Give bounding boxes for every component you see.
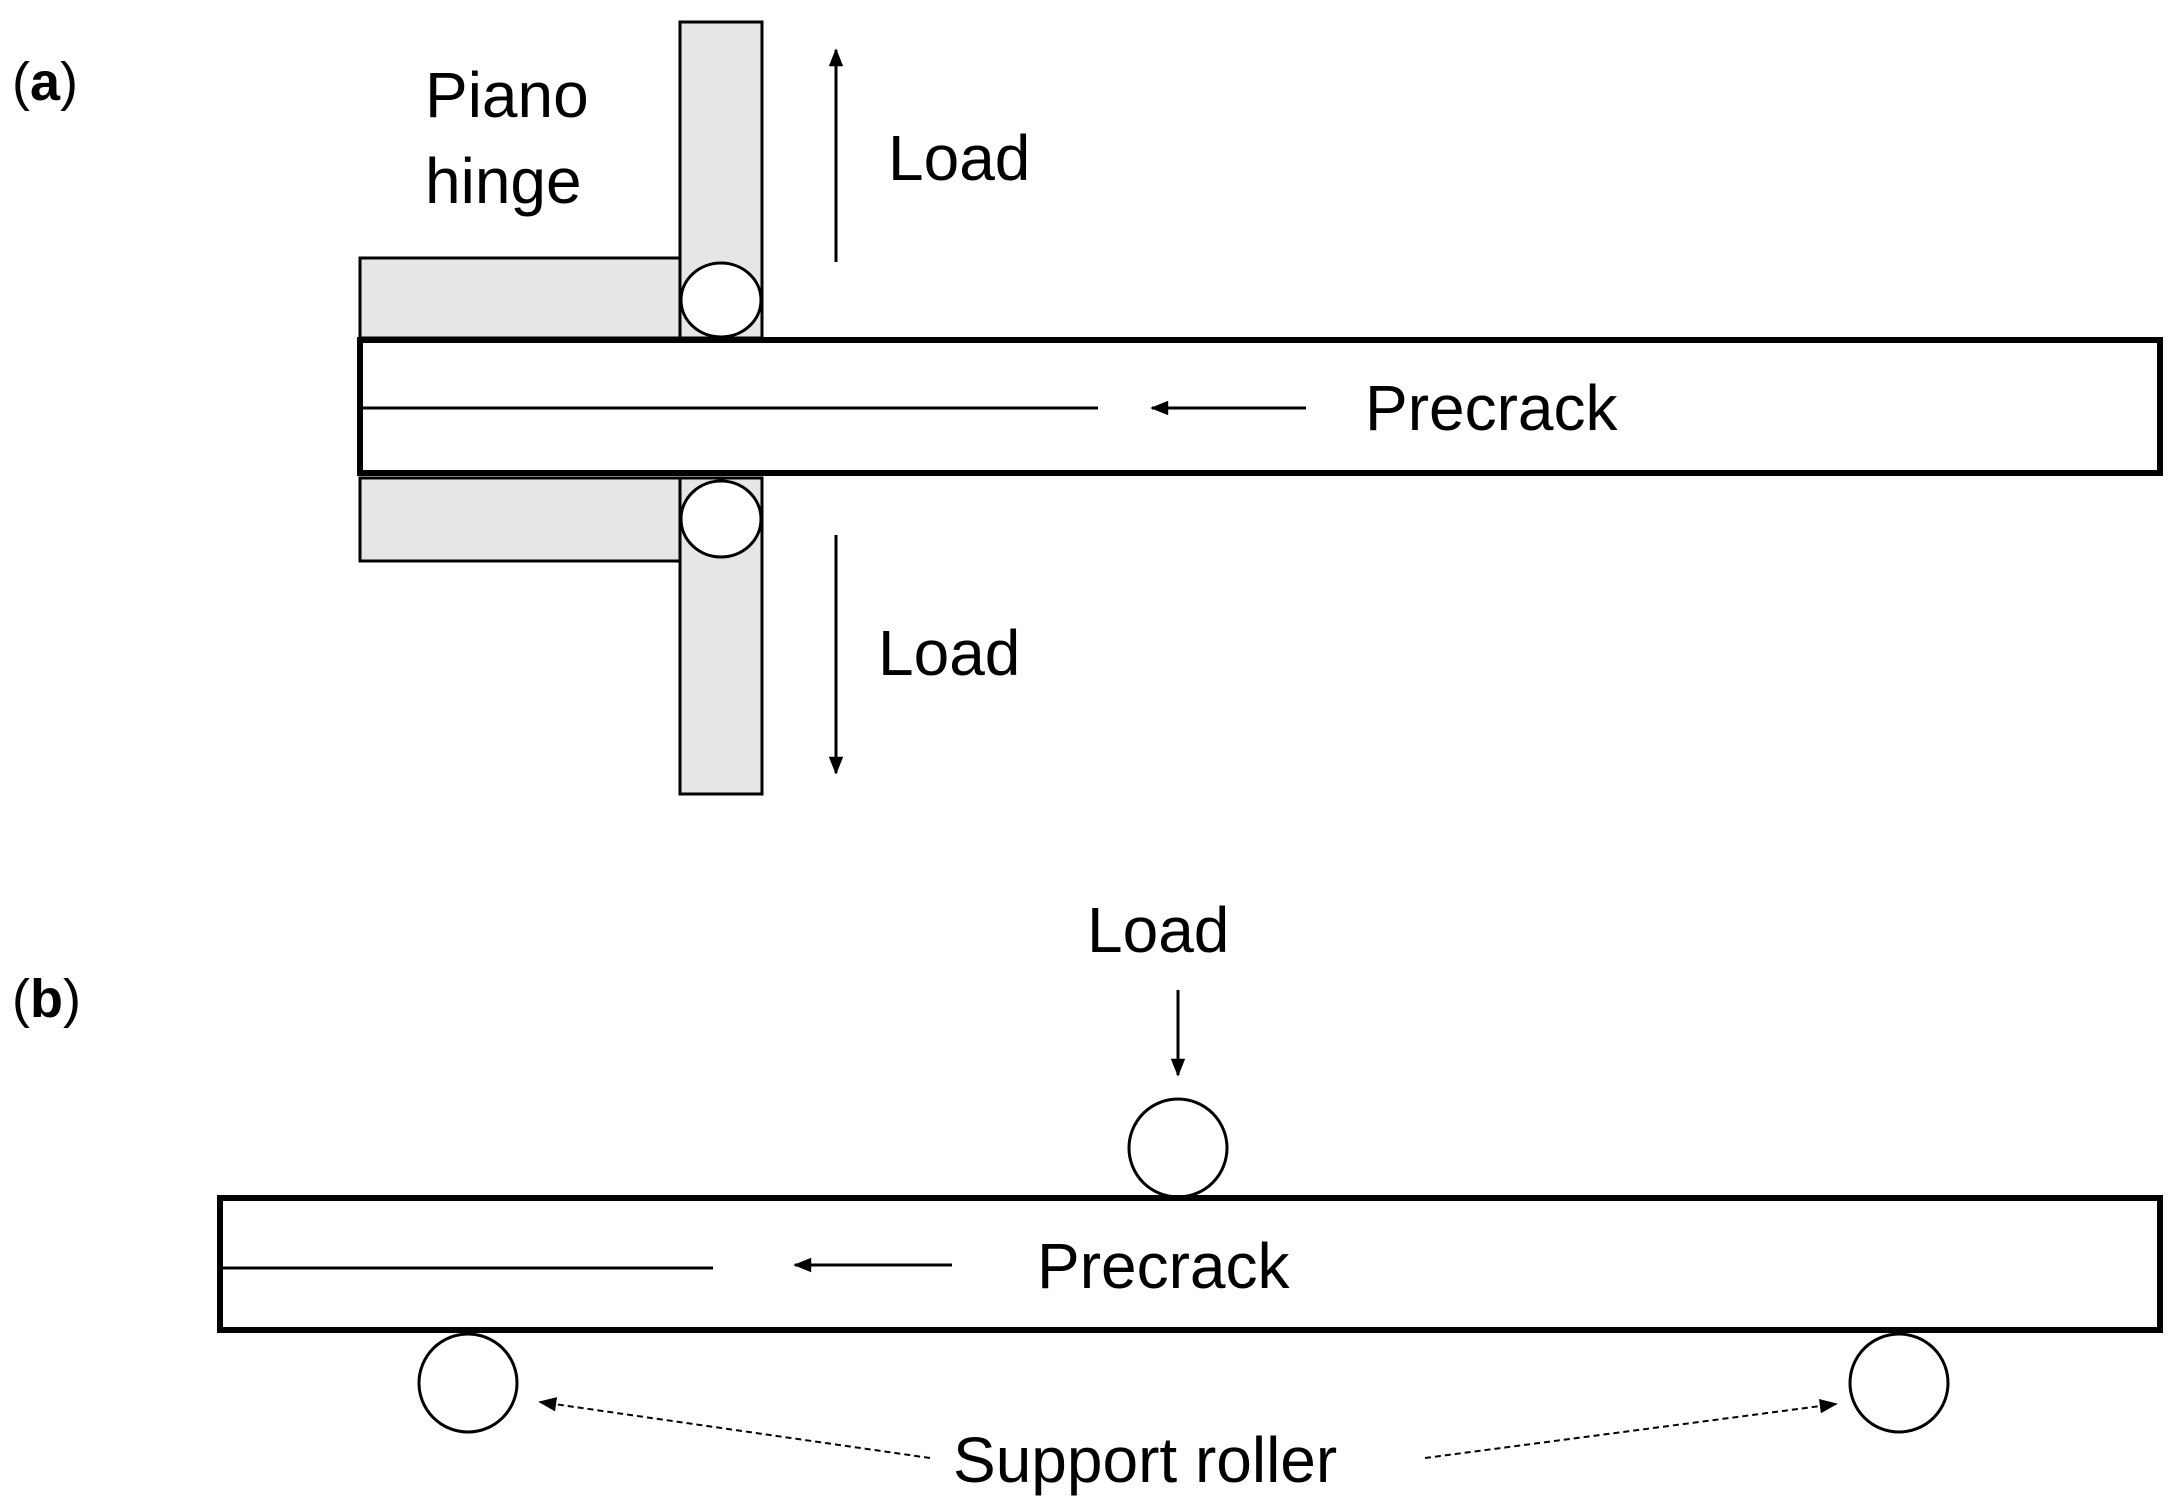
load-label-bottom: Load bbox=[878, 617, 1020, 689]
support-arrow-left bbox=[538, 1397, 931, 1459]
precrack-label-b: Precrack bbox=[1037, 1230, 1291, 1302]
precrack-label-a: Precrack bbox=[1365, 372, 1619, 444]
support-roller-label: Support roller bbox=[953, 1424, 1337, 1496]
panel-a-label: (a) bbox=[12, 52, 78, 112]
hinge-pin-bottom bbox=[679, 479, 763, 559]
panel-b: (b) Load Precrack Support roller bbox=[12, 894, 2163, 1496]
load-label-top: Load bbox=[888, 122, 1030, 194]
specimen-beam-b bbox=[217, 1195, 2163, 1333]
loading-roller bbox=[1127, 1097, 1229, 1199]
panel-b-label: (b) bbox=[12, 969, 81, 1029]
support-roller-left bbox=[417, 1332, 519, 1434]
hinge-plate-top bbox=[358, 256, 682, 340]
hinge-plate-bottom bbox=[358, 476, 682, 563]
hinge-pin-top bbox=[679, 261, 763, 339]
load-label-b: Load bbox=[1087, 894, 1229, 966]
piano-hinge-label-line1: Piano bbox=[425, 59, 589, 131]
piano-hinge-label-line2: hinge bbox=[425, 145, 582, 217]
support-roller-right bbox=[1848, 1332, 1950, 1434]
support-arrow-right bbox=[1424, 1398, 1838, 1459]
panel-a: (a) Precrack Load Load Piano hinge bbox=[12, 20, 2163, 796]
